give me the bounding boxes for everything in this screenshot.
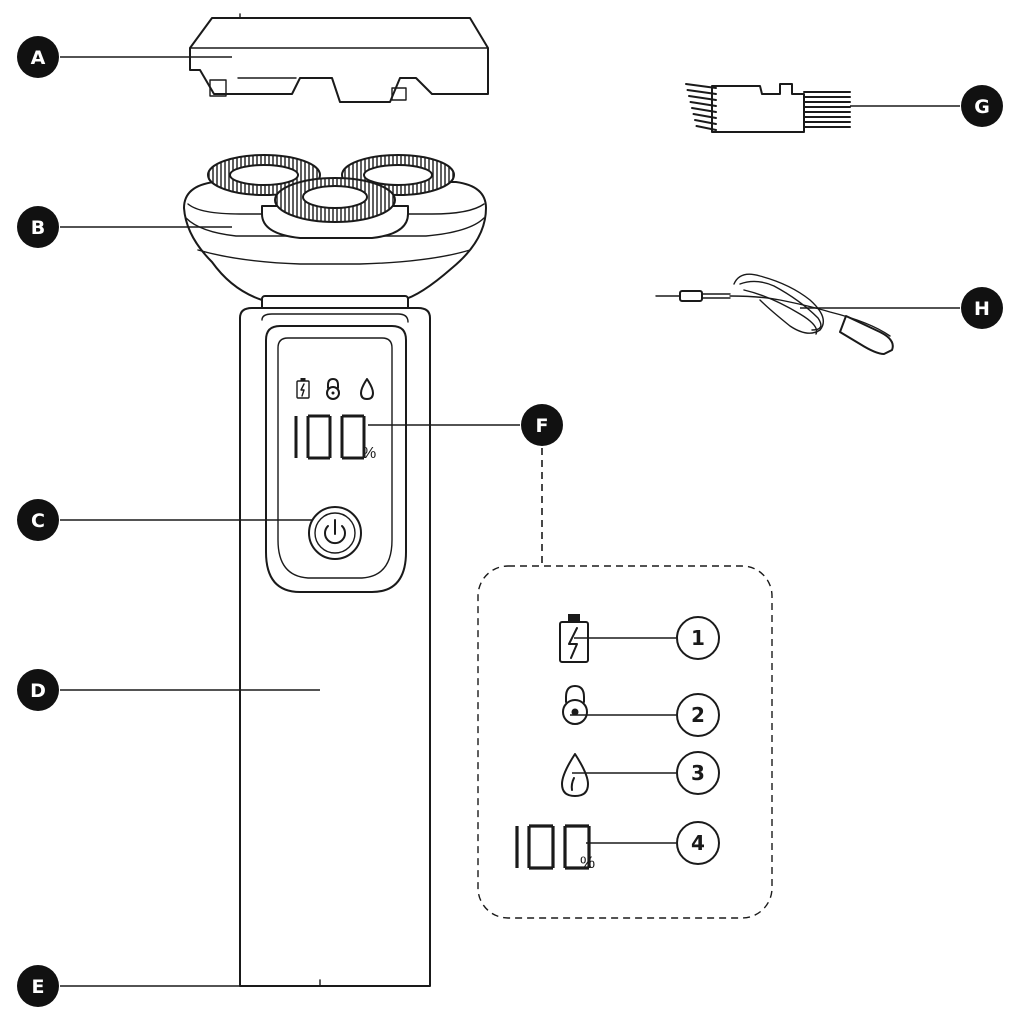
svg-text:1: 1 — [691, 626, 705, 650]
label-c: C — [17, 499, 59, 541]
svg-text:H: H — [974, 298, 990, 320]
svg-text:D: D — [30, 680, 46, 702]
padlock-icon — [326, 378, 340, 400]
battery-charging-icon — [296, 378, 310, 399]
svg-text:A: A — [31, 47, 46, 69]
label-h: H — [961, 287, 1003, 329]
segment-digit — [527, 824, 555, 870]
label-a: A — [17, 36, 59, 78]
segment-digit — [306, 414, 332, 460]
power-button[interactable] — [308, 506, 362, 560]
shaver-head — [183, 154, 487, 311]
svg-text:E: E — [32, 976, 45, 998]
display-detail-panel — [477, 565, 773, 919]
svg-text:B: B — [31, 217, 45, 239]
label-g: G — [961, 85, 1003, 127]
label-f: F — [521, 404, 563, 446]
cleaning-brush — [685, 83, 851, 133]
padlock-icon — [562, 685, 588, 725]
svg-text:C: C — [31, 510, 45, 532]
percent-unit: % — [580, 853, 595, 872]
callout-number-1: 1 — [676, 616, 720, 660]
battery-percent-display — [294, 414, 366, 460]
charging-cable — [655, 273, 894, 355]
battery-percent-display — [515, 824, 591, 870]
svg-text:3: 3 — [691, 761, 705, 785]
segment-digit — [340, 414, 366, 460]
protective-cap — [189, 13, 489, 103]
percent-unit: % — [362, 445, 376, 462]
svg-text:2: 2 — [691, 703, 705, 727]
label-b: B — [17, 206, 59, 248]
label-e: E — [17, 965, 59, 1007]
water-drop-icon — [360, 378, 374, 400]
callout-number-2: 2 — [676, 693, 720, 737]
water-drop-icon — [561, 753, 589, 797]
callout-number-3: 3 — [676, 751, 720, 795]
battery-charging-icon — [559, 614, 589, 663]
svg-text:G: G — [974, 96, 990, 118]
shaver-body — [239, 307, 431, 987]
label-d: D — [17, 669, 59, 711]
power-icon — [324, 519, 346, 545]
callout-number-4: 4 — [676, 821, 720, 865]
svg-text:4: 4 — [691, 831, 705, 855]
svg-text:F: F — [536, 415, 549, 437]
